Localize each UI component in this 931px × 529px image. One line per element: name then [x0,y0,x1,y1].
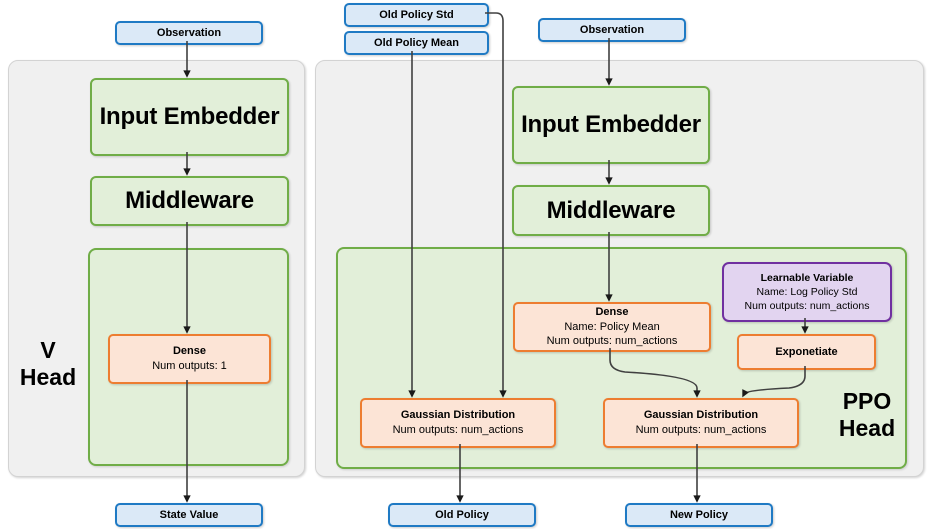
output-node-state-value-label: State Value [159,509,219,521]
v-head-label: V Head [14,337,82,391]
v-head-dense-num-outputs: Num outputs: 1 [152,360,227,372]
ppo-head-middleware-label: Middleware [546,196,676,224]
ppo-head-label-line2: Head [838,415,896,442]
v-head-dense-title: Dense [172,345,207,358]
ppo-head-label: PPO Head [812,388,922,442]
v-head-input-embedder-label: Input Embedder [99,103,280,130]
ppo-head-dense-policy-mean[interactable]: Dense Name: Policy Mean Num outputs: num… [513,302,711,352]
v-head-dense-block[interactable]: Dense Num outputs: 1 [108,334,271,384]
ppo-head-gaussian-new[interactable]: Gaussian Distribution Num outputs: num_a… [603,398,799,448]
ppo-head-exponetiate[interactable]: Exponetiate [737,334,876,370]
output-node-new-policy-label: New Policy [669,509,729,521]
gaussian-new-title: Gaussian Distribution [643,409,759,422]
exponetiate-title: Exponetiate [775,345,838,358]
v-head-middleware-label: Middleware [125,187,254,214]
ppo-head-label-line1: PPO [842,388,892,414]
v-head-middleware[interactable]: Middleware [90,176,289,226]
output-node-old-policy[interactable]: Old Policy [388,503,536,527]
input-node-old-policy-std-label: Old Policy Std [379,9,454,21]
ppo-head-input-embedder[interactable]: Input Embedder [512,86,710,164]
ppo-head-dense-name: Name: Policy Mean [564,320,660,333]
input-node-old-policy-mean[interactable]: Old Policy Mean [344,31,489,55]
ppo-head-input-embedder-label: Input Embedder [521,111,701,138]
learnable-variable-num-outputs: Num outputs: num_actions [744,300,870,313]
gaussian-old-title: Gaussian Distribution [400,409,516,422]
ppo-head-learnable-variable[interactable]: Learnable Variable Name: Log Policy Std … [722,262,892,322]
output-node-state-value[interactable]: State Value [115,503,263,527]
input-node-observation-v[interactable]: Observation [115,21,263,45]
learnable-variable-title: Learnable Variable [760,271,854,284]
v-head-label-line1: V [40,337,56,363]
v-head-label-line2: Head [19,364,77,391]
v-head-input-embedder[interactable]: Input Embedder [90,78,289,156]
gaussian-new-num-outputs: Num outputs: num_actions [635,424,767,436]
ppo-head-dense-title: Dense [595,306,629,319]
input-node-observation-ppo-label: Observation [579,24,645,36]
learnable-variable-name: Name: Log Policy Std [756,285,858,298]
output-node-old-policy-label: Old Policy [435,509,489,521]
input-node-observation-ppo[interactable]: Observation [538,18,686,42]
input-node-old-policy-mean-label: Old Policy Mean [374,37,459,49]
input-node-old-policy-std[interactable]: Old Policy Std [344,3,489,27]
output-node-new-policy[interactable]: New Policy [625,503,773,527]
ppo-head-middleware[interactable]: Middleware [512,185,710,236]
ppo-head-dense-num-outputs: Num outputs: num_actions [546,335,678,348]
gaussian-old-num-outputs: Num outputs: num_actions [392,424,524,436]
ppo-head-gaussian-old[interactable]: Gaussian Distribution Num outputs: num_a… [360,398,556,448]
input-node-observation-v-label: Observation [156,27,222,39]
